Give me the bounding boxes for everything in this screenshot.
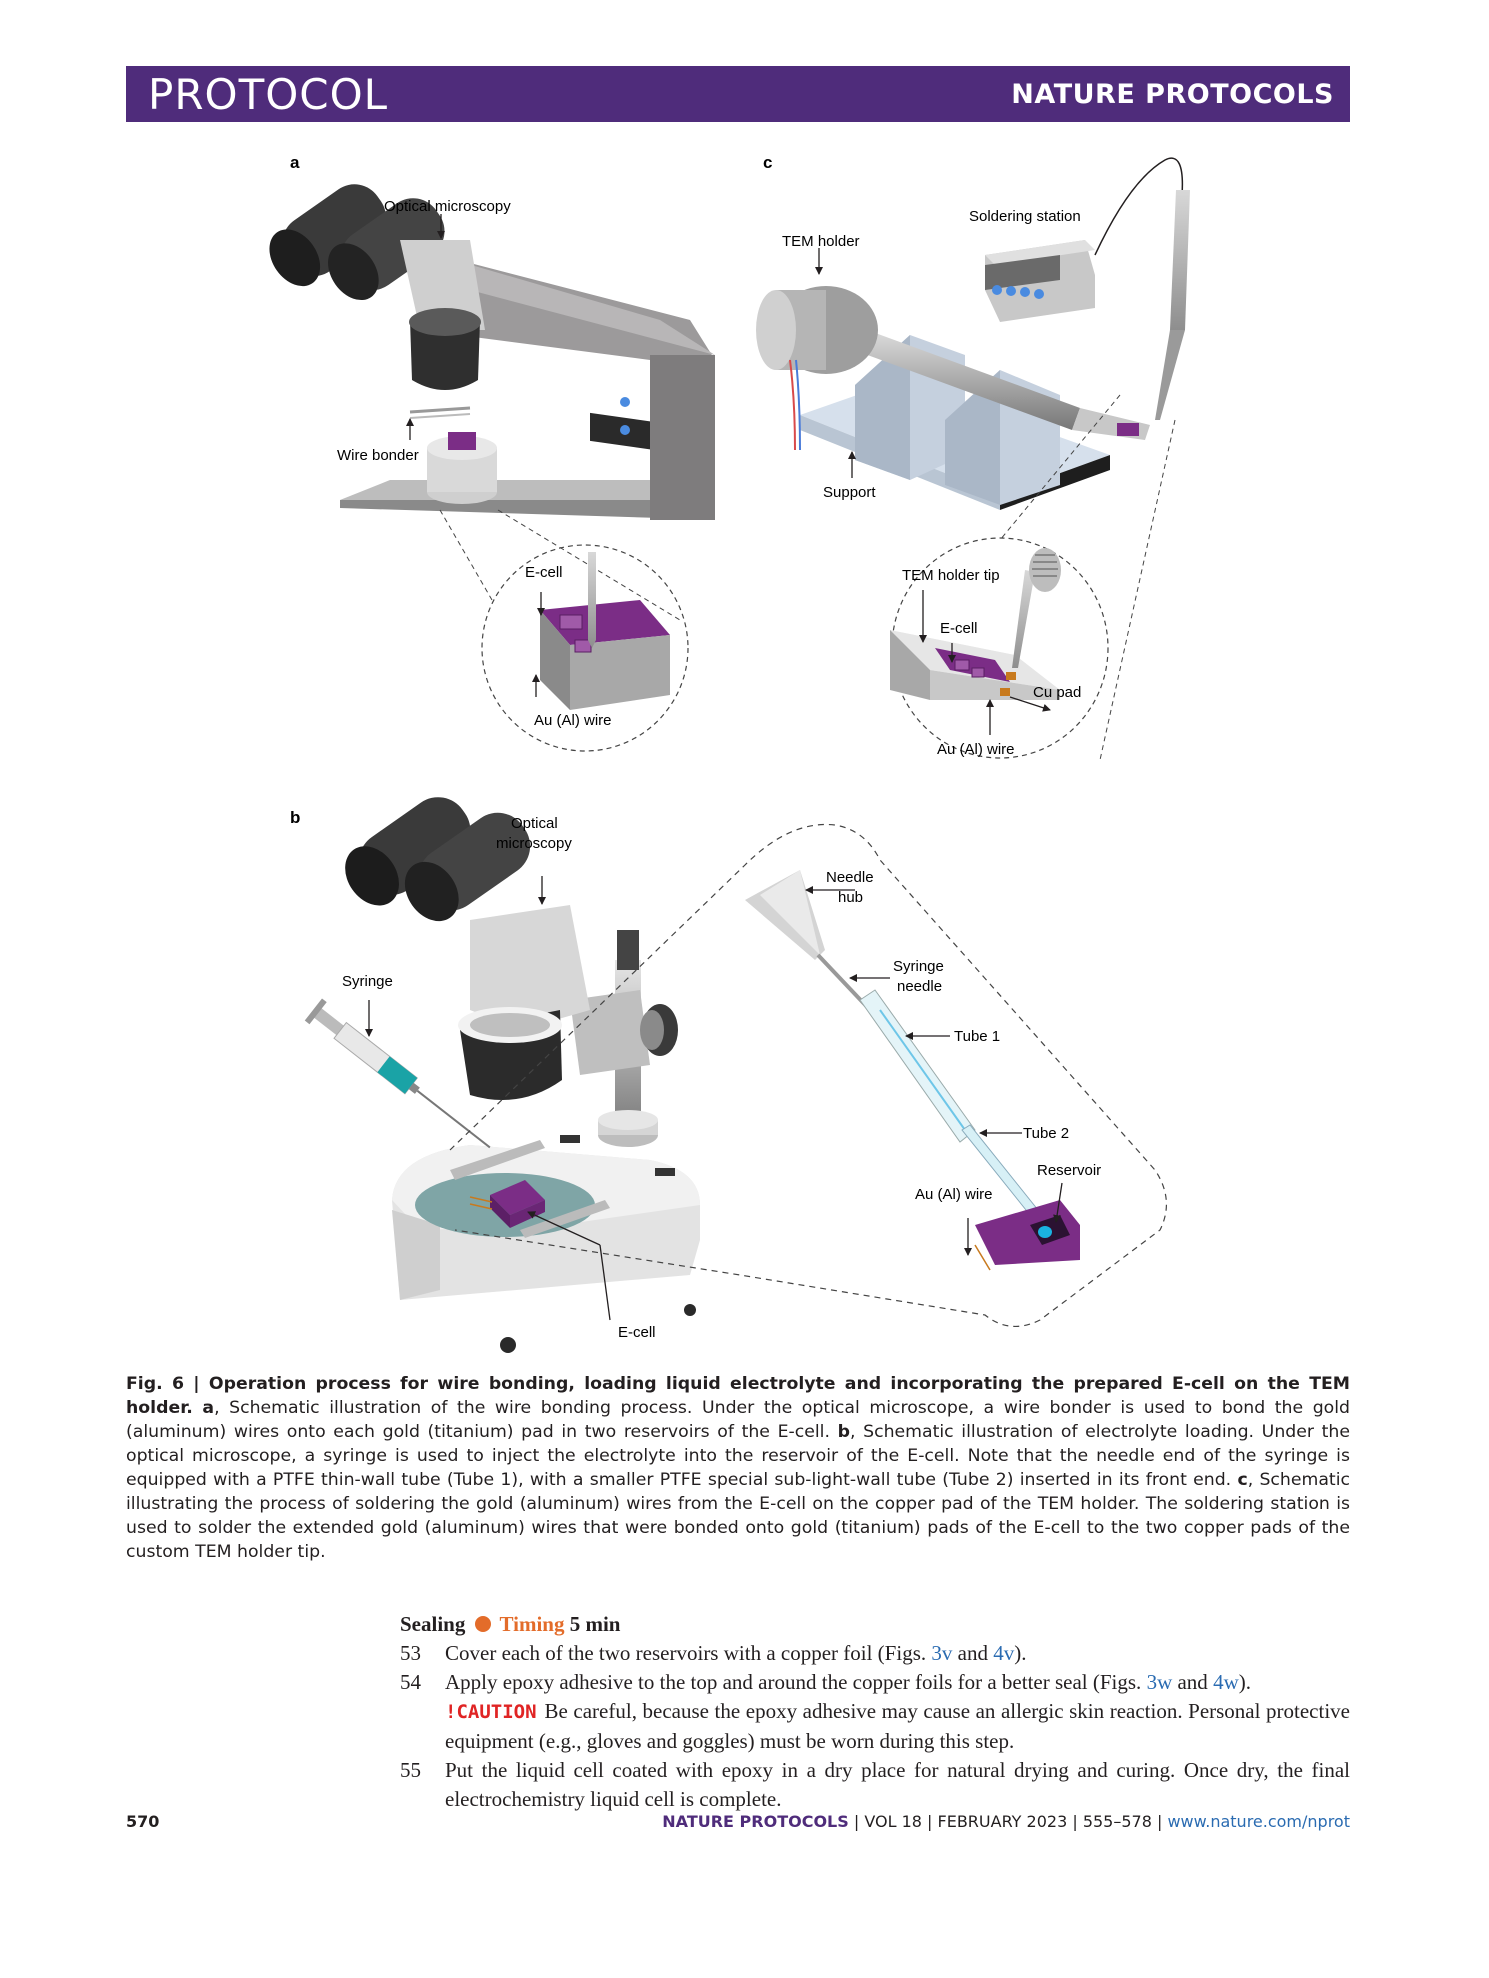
fig-ref-link[interactable]: 4v xyxy=(993,1641,1015,1665)
step-text-part: Cover each of the two reservoirs with a … xyxy=(445,1641,932,1665)
label-wire-bonder: Wire bonder xyxy=(337,447,419,464)
label-tube-1: Tube 1 xyxy=(954,1028,1000,1045)
label-ecell-a: E-cell xyxy=(525,564,563,581)
label-syringe: Syringe xyxy=(342,973,393,990)
step-54: 54 Apply epoxy adhesive to the top and a… xyxy=(400,1668,1350,1756)
label-au-wire-a: Au (Al) wire xyxy=(534,712,612,729)
step-text-part: ). xyxy=(1238,1670,1251,1694)
caption-fig-label: Fig. 6 | Operation process for wire bond… xyxy=(126,1374,1350,1418)
needle-closeup xyxy=(745,870,1080,1271)
footer-journal: NATURE PROTOCOLS xyxy=(662,1812,849,1831)
footer-date: FEBRUARY 2023 xyxy=(937,1812,1068,1831)
label-needle-hub-2: hub xyxy=(838,889,863,906)
section-heading: Sealing Timing 5 min xyxy=(400,1610,1350,1639)
step-number: 53 xyxy=(400,1641,421,1665)
caution-label: !CAUTION xyxy=(445,1701,537,1723)
step-text: Put the liquid cell coated with epoxy in… xyxy=(445,1758,1350,1811)
figure-6: a xyxy=(269,153,1190,1353)
step-text-part: and xyxy=(952,1641,994,1665)
step-53: 53 Cover each of the two reservoirs with… xyxy=(400,1639,1350,1668)
page-number: 570 xyxy=(126,1812,160,1831)
label-optical-b-2: microscopy xyxy=(496,835,572,852)
panel-c-letter: c xyxy=(763,153,772,172)
step-text: Cover each of the two reservoirs with a … xyxy=(445,1639,1350,1668)
step-number: 55 xyxy=(400,1758,421,1782)
label-needle-hub-1: Needle xyxy=(826,869,874,886)
label-tem-holder-tip: TEM holder tip xyxy=(902,567,1000,584)
step-55: 55 Put the liquid cell coated with epoxy… xyxy=(400,1756,1350,1814)
caution-text: Be careful, because the epoxy adhesive m… xyxy=(445,1699,1350,1753)
label-soldering-station: Soldering station xyxy=(969,208,1081,225)
label-ecell-b: E-cell xyxy=(618,1324,656,1341)
label-optical-microscopy-a: Optical microscopy xyxy=(384,198,511,215)
step-text: Apply epoxy adhesive to the top and arou… xyxy=(445,1668,1350,1756)
caption-text-b: , Schematic illustration of electrolyte … xyxy=(126,1422,1350,1490)
optical-microscope-b xyxy=(345,797,700,1353)
tem-holder xyxy=(756,286,1150,451)
panel-b: b xyxy=(290,797,1168,1353)
fig-ref-link[interactable]: 3v xyxy=(931,1641,953,1665)
label-reservoir: Reservoir xyxy=(1037,1162,1101,1179)
soldering-station xyxy=(985,157,1190,420)
label-au-wire-b: Au (Al) wire xyxy=(915,1186,993,1203)
optical-microscope-a xyxy=(269,184,715,520)
footer-volume: VOL 18 xyxy=(864,1812,922,1831)
caption-letter-b: b xyxy=(837,1422,850,1442)
figure-caption: Fig. 6 | Operation process for wire bond… xyxy=(126,1372,1350,1564)
timing-value: 5 min xyxy=(569,1612,621,1636)
label-optical-b-1: Optical xyxy=(511,815,558,832)
label-syringe-needle-2: needle xyxy=(897,978,942,995)
label-cu-pad: Cu pad xyxy=(1033,684,1081,701)
caption-letter-a: a xyxy=(202,1398,215,1418)
page-header: PROTOCOL NATURE PROTOCOLS xyxy=(126,66,1350,122)
caption-letter-c: c xyxy=(1237,1470,1248,1490)
ecell-closeup-a xyxy=(540,552,670,710)
journal-name: NATURE PROTOCOLS xyxy=(1011,79,1334,110)
tem-holder-tip-closeup xyxy=(890,548,1061,700)
section-label: PROTOCOL xyxy=(148,70,389,119)
footer-url-link[interactable]: www.nature.com/nprot xyxy=(1167,1812,1350,1831)
step-number: 54 xyxy=(400,1670,421,1694)
step-text-part: Apply epoxy adhesive to the top and arou… xyxy=(445,1670,1147,1694)
label-ecell-c: E-cell xyxy=(940,620,978,637)
label-tem-holder: TEM holder xyxy=(782,233,860,250)
label-support: Support xyxy=(823,484,876,501)
section-title: Sealing xyxy=(400,1612,466,1636)
label-syringe-needle-1: Syringe xyxy=(893,958,944,975)
timing-dot-icon xyxy=(474,1616,491,1632)
caption-text-c: , Schematic illustrating the process of … xyxy=(126,1470,1351,1562)
page-footer: 570 NATURE PROTOCOLS | VOL 18 | FEBRUARY… xyxy=(126,1812,1350,1836)
timing-label: Timing xyxy=(499,1612,565,1636)
panel-a-letter: a xyxy=(290,153,300,172)
label-tube-2: Tube 2 xyxy=(1023,1125,1069,1142)
syringe xyxy=(304,998,491,1149)
caption-text-a: , Schematic illustration of the wire bon… xyxy=(126,1398,1351,1442)
step-text-part: ). xyxy=(1014,1641,1027,1665)
panel-b-letter: b xyxy=(290,808,300,827)
fig-ref-link[interactable]: 3w xyxy=(1146,1670,1173,1694)
fig-ref-link[interactable]: 4w xyxy=(1213,1670,1239,1694)
procedure-section: Sealing Timing 5 min 53 Cover each of th… xyxy=(400,1610,1350,1814)
panel-a: a xyxy=(269,153,715,752)
panel-c: c xyxy=(756,153,1190,761)
footer-info: NATURE PROTOCOLS | VOL 18 | FEBRUARY 202… xyxy=(662,1812,1350,1831)
footer-pages: 555–578 xyxy=(1082,1812,1152,1831)
label-au-wire-c: Au (Al) wire xyxy=(937,741,1015,758)
step-text-part: and xyxy=(1172,1670,1214,1694)
